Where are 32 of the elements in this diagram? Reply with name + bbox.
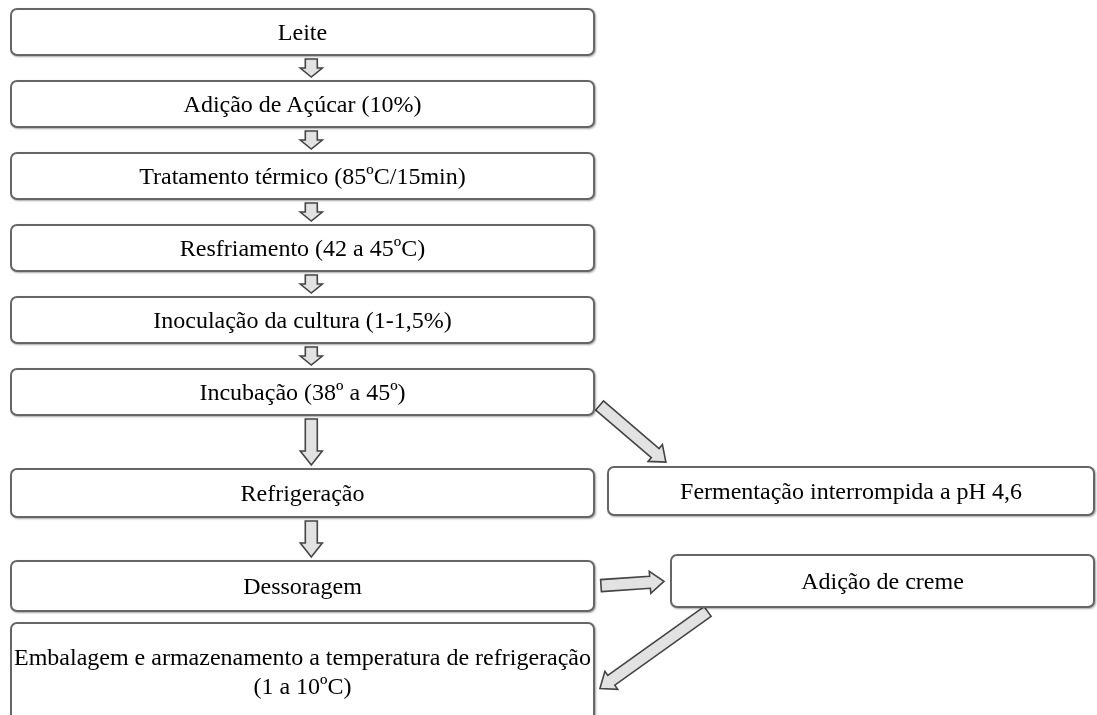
- process-box: [10, 8, 595, 56]
- step-text: Leite: [277, 17, 328, 47]
- process-box: [10, 622, 595, 715]
- process-box: [10, 296, 595, 344]
- block-arrow: [298, 202, 325, 223]
- step-text: Inoculação da cultura (1-1,5%): [153, 305, 452, 335]
- step-text: Dessoragem: [243, 571, 362, 601]
- block-arrow: [298, 346, 325, 367]
- block-arrow: [598, 605, 713, 691]
- process-box: [10, 468, 595, 518]
- step-text: Adição de Açúcar (10%): [183, 89, 422, 119]
- block-arrow: [298, 130, 325, 151]
- step-text: Embalagem e armazenamento a temperatura de refrigeração (1 a 10ºC): [13, 643, 592, 701]
- step-text: Tratamento térmico (85ºC/15min): [139, 161, 466, 191]
- block-arrow: [298, 418, 324, 467]
- block-arrow: [594, 399, 667, 463]
- process-box: [10, 152, 595, 200]
- block-arrow: [298, 58, 325, 79]
- block-arrow: [599, 569, 666, 595]
- process-box: [10, 368, 595, 416]
- step-text: Fermentação interrompida a pH 4,6: [680, 476, 1022, 506]
- process-box: [607, 466, 1095, 516]
- process-box: [10, 224, 595, 272]
- block-arrow: [298, 274, 325, 295]
- step-text: Adição de creme: [801, 566, 964, 596]
- step-text: Resfriamento (42 a 45ºC): [179, 233, 426, 263]
- process-box: [670, 554, 1095, 608]
- step-text: Incubação (38º a 45º): [199, 377, 406, 407]
- step-text: Refrigeração: [240, 478, 365, 508]
- process-box: [10, 560, 595, 612]
- block-arrow: [298, 520, 324, 559]
- process-box: [10, 80, 595, 128]
